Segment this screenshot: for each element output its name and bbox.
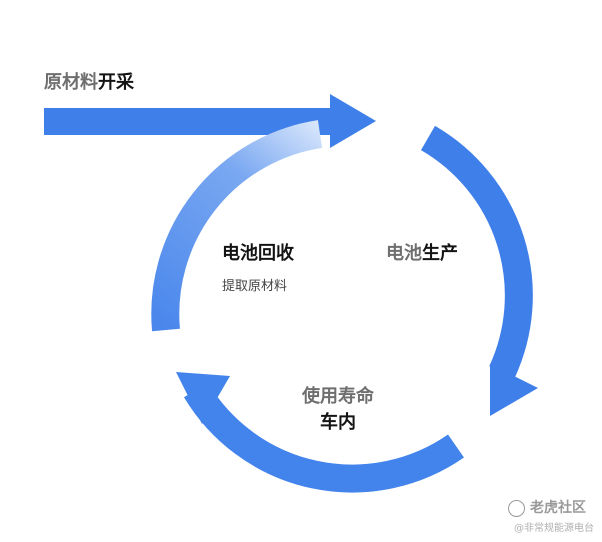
production-label-part1: 电池 xyxy=(386,243,422,264)
mining-label: 原材料开采 xyxy=(44,74,134,92)
mining-label-part1: 原材料 xyxy=(44,72,98,93)
usage-label-part2: 车内 xyxy=(320,412,356,433)
tiger-logo-icon xyxy=(508,500,525,517)
recycling-arc xyxy=(151,120,323,332)
mining-arrow xyxy=(44,94,376,148)
production-arrow xyxy=(420,125,538,416)
recycling-label-part1: 电池 xyxy=(222,243,258,264)
watermark-brand: 老虎社区 xyxy=(530,500,586,516)
usage-label-part1: 使用寿命 xyxy=(302,386,374,407)
production-label-part2: 生产 xyxy=(422,243,458,264)
recycling-sublabel: 提取原材料 xyxy=(222,279,288,294)
usage-arrow xyxy=(176,372,464,493)
recycling-label-part2: 回收 xyxy=(258,243,294,264)
mining-label-part2: 开采 xyxy=(98,72,134,93)
recycling-label: 电池回收 xyxy=(222,245,294,263)
watermark-handle: @非常规能源电台 xyxy=(514,523,594,534)
production-label: 电池生产 xyxy=(386,245,458,263)
